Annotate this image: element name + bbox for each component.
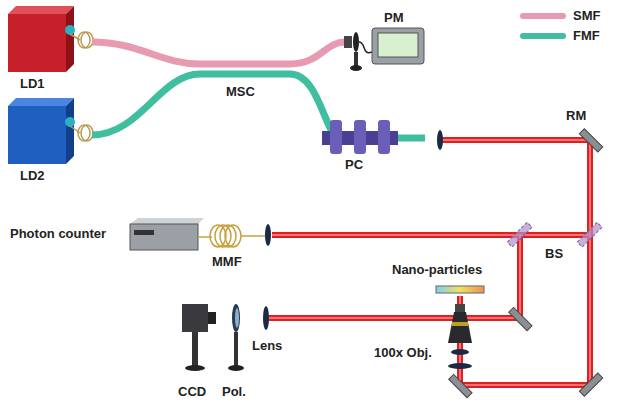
part-label: MSC [226,84,255,99]
part-label: PC [345,157,363,172]
part-label: CCD [178,384,206,399]
part-label: Photon counter [10,226,106,241]
sample-slide [436,286,484,293]
part-label: MMF [212,254,242,269]
laser-diode-2 [8,98,75,164]
part-label: Lens [252,338,282,353]
collimating-lens [437,130,443,150]
legend-row: FMF [520,28,600,43]
legend-text: FMF [573,28,600,43]
part-label: BS [545,246,563,261]
part-label: LD2 [20,168,45,183]
legend-swatch [520,33,566,39]
part-label: PM [384,10,404,25]
part-label: RM [566,108,586,123]
photon-counter [130,218,204,250]
laser-beams [266,140,590,385]
fmf-fiber [92,74,425,138]
part-label: Pol. [222,384,246,399]
legend-text: SMF [573,8,600,23]
power-meter [372,28,424,64]
pm-coupler [344,32,372,71]
part-label: 100x Obj. [374,345,432,360]
polarization-controller [322,120,398,154]
legend-row: SMF [520,8,600,23]
mmf-coil [198,225,266,247]
beam-splitters [507,222,602,247]
polarizer [228,304,244,371]
ccd-camera [182,304,216,371]
part-label: LD1 [20,76,45,91]
imaging-lens [263,306,269,330]
fiber-coils [70,32,93,141]
objective [448,304,472,369]
legend-swatch [520,13,566,19]
part-label: Nano-particles [392,262,482,277]
laser-diode-1 [8,6,75,72]
smf-fiber [92,42,345,64]
coupling-lens [265,224,271,246]
